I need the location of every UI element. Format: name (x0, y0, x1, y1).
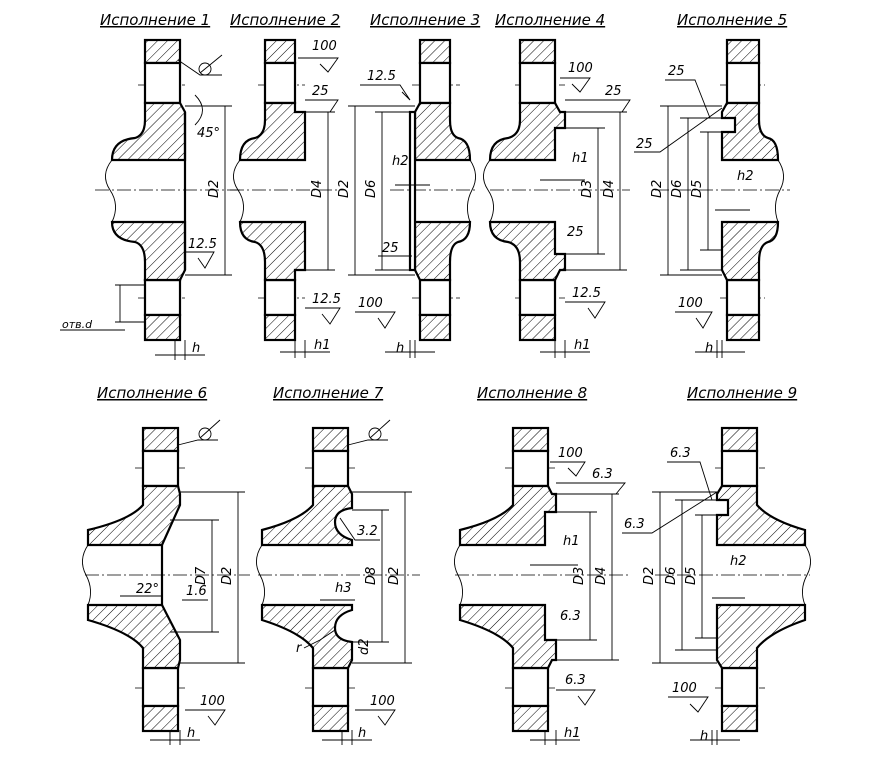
dim-h2-v3: h2 (392, 154, 409, 169)
rough-v3-b: 25 (382, 241, 399, 256)
rough-v1-b: 12.5 (188, 237, 217, 252)
dim-r-v7: r (296, 641, 303, 656)
rough-v8-a: 100 (558, 446, 583, 461)
dim-h2-v9: h2 (730, 554, 747, 569)
rough-v4-a: 100 (568, 61, 593, 76)
dim-h1-v4b: h1 (574, 338, 591, 353)
rough-v4-b: 25 (605, 84, 622, 99)
angle-45: 45° (197, 126, 220, 141)
dim-D6-v3: D6 (364, 180, 379, 198)
dim-D6-v9: D6 (664, 567, 679, 585)
rough-v7-a: 3.2 (357, 524, 378, 539)
dim-d2-v7: d2 (357, 638, 372, 655)
dim-D2-v7: D2 (387, 567, 402, 585)
variant-7: Исполнение 7 D2 D8 d2 3.2 h3 r 100 h (256, 384, 420, 745)
dim-D5-v5: D5 (690, 180, 705, 198)
rough-v5-c: 100 (678, 296, 703, 311)
title-variant-3: Исполнение 3 (370, 11, 480, 29)
rough-v3-a: 12.5 (367, 69, 396, 84)
title-variant-6: Исполнение 6 (97, 384, 207, 402)
title-variant-7: Исполнение 7 (273, 384, 384, 402)
dim-h3-v7: h3 (335, 581, 352, 596)
title-variant-4: Исполнение 4 (495, 11, 605, 29)
variant-9: Исполнение 9 D2 D6 D5 h2 6.3 6.3 100 h (622, 384, 811, 745)
rough-v8-b: 6.3 (592, 467, 613, 482)
dim-h1-v8b: h1 (564, 726, 581, 741)
rough-v8-d: 6.3 (565, 673, 586, 688)
title-variant-1: Исполнение 1 (100, 11, 210, 29)
rough-v3-c: 100 (358, 296, 383, 311)
dim-h2-v5: h2 (737, 169, 754, 184)
variant-8: Исполнение 8 D3 D4 h1 100 6.3 6.3 6.3 h1 (454, 384, 630, 745)
rough-v9-c: 100 (672, 681, 697, 696)
variant-5: Исполнение 5 D2 D6 D5 h2 25 25 100 h (634, 11, 790, 358)
rough-v4-c: 25 (567, 225, 584, 240)
dim-D2-v5: D2 (650, 180, 665, 198)
dim-D7-v6: D7 (194, 566, 209, 585)
dim-D4-v8: D4 (594, 567, 609, 585)
dim-h1-v4: h1 (572, 151, 589, 166)
dim-D3-v4: D3 (580, 180, 595, 198)
dim-h-v6: h (187, 726, 195, 741)
hole-label: отв.d (62, 318, 93, 331)
dim-D3-v8: D3 (572, 567, 587, 585)
dim-D2-v9: D2 (642, 567, 657, 585)
dim-h-v5: h (705, 341, 713, 356)
dim-h-v7: h (358, 726, 366, 741)
dim-h1-v8: h1 (563, 534, 580, 549)
rough-v6-a: 1.6 (186, 584, 207, 599)
dim-h-v9: h (700, 729, 708, 744)
dim-h-v3: h (396, 341, 404, 356)
title-variant-9: Исполнение 9 (687, 384, 797, 402)
dim-D4-v4: D4 (602, 180, 617, 198)
rough-v8-c: 6.3 (560, 609, 581, 624)
dim-D2-v3: D2 (337, 180, 352, 198)
rough-v5-a: 25 (668, 64, 685, 79)
angle-22: 22° (136, 582, 159, 597)
variant-2: Исполнение 2 D4 100 25 12.5 h1 (230, 11, 345, 358)
variant-1: Исполнение 1 D2 45° 12.5 (60, 11, 240, 360)
rough-v2-b: 25 (312, 84, 329, 99)
dim-h-v1: h (192, 341, 200, 356)
dim-D2-v1: D2 (207, 180, 222, 198)
variant-4: Исполнение 4 D3 D4 h1 100 25 25 12.5 h1 (483, 11, 631, 358)
variant-3: Исполнение 3 D2 D6 h2 12.5 25 100 h (337, 11, 480, 358)
dim-D6-v5: D6 (670, 180, 685, 198)
title-variant-8: Исполнение 8 (477, 384, 587, 402)
dim-h1-v2: h1 (314, 338, 331, 353)
rough-v2-c: 12.5 (312, 292, 341, 307)
dim-D4-v2: D4 (310, 180, 325, 198)
rough-v7-b: 100 (370, 694, 395, 709)
rough-v5-b: 25 (636, 137, 653, 152)
dim-D8-v7: D8 (364, 567, 379, 585)
dim-D5-v9: D5 (684, 567, 699, 585)
rough-v9-a: 6.3 (670, 446, 691, 461)
dim-D2-v6: D2 (220, 567, 235, 585)
rough-v4-d: 12.5 (572, 286, 601, 301)
rough-v6-b: 100 (200, 694, 225, 709)
title-variant-5: Исполнение 5 (677, 11, 787, 29)
title-variant-2: Исполнение 2 (230, 11, 340, 29)
rough-v9-b: 6.3 (624, 517, 645, 532)
rough-v2-a: 100 (312, 39, 337, 54)
variant-6: Исполнение 6 D2 D7 22° 1.6 100 h (82, 384, 250, 745)
